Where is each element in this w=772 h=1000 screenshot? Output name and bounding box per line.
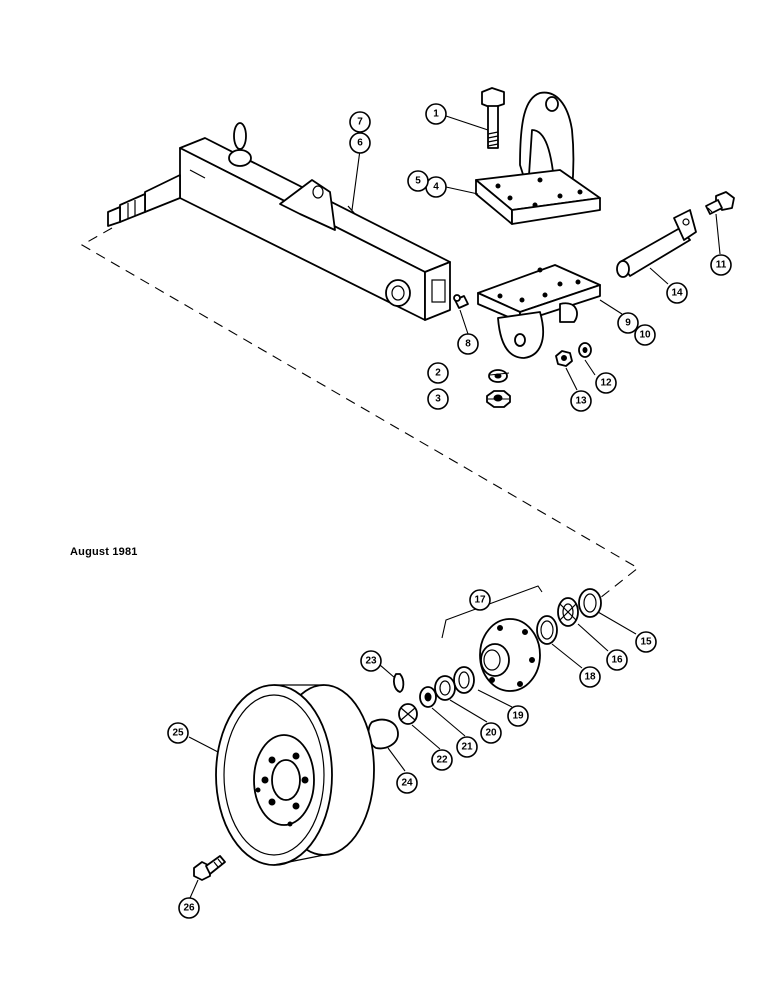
callout-number: 18	[584, 672, 596, 683]
callout-13: 13	[570, 390, 592, 412]
callout-number: 24	[401, 778, 413, 789]
callout-19: 19	[507, 705, 529, 727]
callout-11: 11	[710, 254, 732, 276]
callout-number: 5	[415, 176, 421, 187]
callout-23: 23	[360, 650, 382, 672]
callout-16: 16	[606, 649, 628, 671]
callout-number: 17	[474, 595, 486, 606]
callout-25: 25	[167, 722, 189, 744]
bearing-cup-part-19	[453, 666, 475, 694]
lower-bracket-part-9	[477, 264, 601, 359]
callout-number: 3	[435, 394, 441, 405]
callout-number: 6	[357, 138, 363, 149]
washer-part-21	[419, 686, 437, 708]
callout-number: 7	[357, 117, 363, 128]
date-label: August 1981	[70, 546, 138, 558]
callout-number: 23	[365, 656, 377, 667]
callout-20: 20	[480, 722, 502, 744]
callout-26: 26	[178, 897, 200, 919]
callout-number: 12	[600, 378, 612, 389]
callout-number: 13	[575, 396, 587, 407]
assembly-path-line	[80, 227, 639, 599]
pin-part-14	[616, 209, 697, 278]
bolt-part-1	[481, 87, 505, 149]
callout-4: 4	[425, 176, 447, 198]
callout-18: 18	[579, 666, 601, 688]
callout-number: 10	[639, 330, 651, 341]
callout-number: 2	[435, 368, 441, 379]
washer-part-2	[488, 369, 508, 383]
callout-number: 15	[640, 637, 652, 648]
castle-nut-part-22	[398, 703, 418, 725]
callout-14: 14	[666, 282, 688, 304]
hub-part-17	[479, 618, 541, 692]
callout-number: 22	[436, 755, 448, 766]
callout-3: 3	[427, 388, 449, 410]
callout-number: 9	[625, 318, 631, 329]
washer-part-12	[578, 342, 592, 358]
hitch-bracket-part-4	[475, 91, 601, 225]
nut-part-13	[555, 350, 573, 367]
hub-group-brace	[441, 585, 543, 639]
wheel-rim-part-25	[215, 684, 375, 866]
grease-fitting-part-8	[453, 294, 469, 309]
callout-9: 9	[617, 312, 639, 334]
bearing-cone-part-20	[434, 675, 456, 701]
callout-6: 6	[349, 132, 371, 154]
callout-number: 25	[172, 728, 184, 739]
callout-number: 14	[671, 288, 683, 299]
callout-5: 5	[407, 170, 429, 192]
callout-1: 1	[425, 103, 447, 125]
callout-number: 21	[461, 742, 473, 753]
callout-7: 7	[349, 111, 371, 133]
callout-22: 22	[431, 749, 453, 771]
callout-24: 24	[396, 772, 418, 794]
wheel-bolt-part-26	[193, 855, 226, 881]
callout-12: 12	[595, 372, 617, 394]
callout-number: 1	[433, 109, 439, 120]
leader-lines	[188, 115, 721, 899]
callout-number: 26	[183, 903, 195, 914]
callout-number: 20	[485, 728, 497, 739]
axle-beam	[107, 122, 451, 321]
callout-number: 11	[716, 260, 727, 271]
callout-2: 2	[427, 362, 449, 384]
callout-10: 10	[634, 324, 656, 346]
callout-number: 8	[465, 339, 471, 350]
callout-17: 17	[469, 589, 491, 611]
callout-number: 19	[512, 711, 524, 722]
callout-21: 21	[456, 736, 478, 758]
callout-8: 8	[457, 333, 479, 355]
bolt-part-11	[705, 191, 735, 215]
callout-15: 15	[635, 631, 657, 653]
bearing-cup-part-15	[578, 588, 602, 618]
bearing-cup-part-18	[536, 615, 558, 645]
cotter-pin-part-23	[393, 673, 405, 693]
callout-number: 16	[611, 655, 623, 666]
dust-cap-part-24	[367, 718, 399, 750]
bearing-cone-part-16	[557, 597, 579, 627]
callout-number: 4	[433, 182, 439, 193]
